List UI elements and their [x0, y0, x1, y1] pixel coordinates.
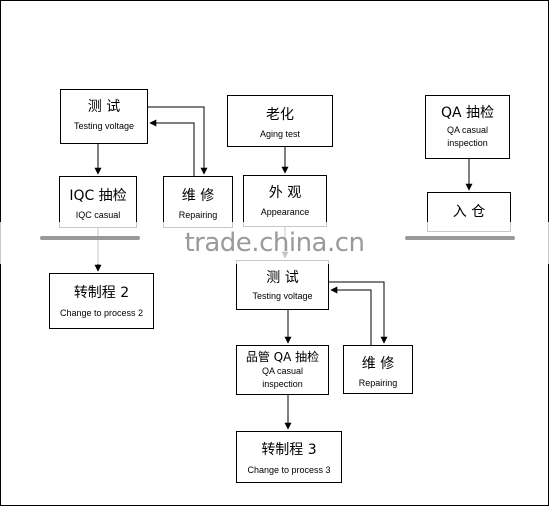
arrow-test1-to-repair1 — [148, 106, 208, 175]
box-title: 老化 — [266, 107, 294, 123]
appearance-box: 外 观 Appearance — [243, 175, 327, 227]
box-subtitle: Repairing — [358, 378, 398, 388]
change-to-process-2-box: 转制程 2 Change to process 2 — [49, 273, 154, 329]
box-title: 外 观 — [268, 185, 302, 201]
box-title: 测 试 — [266, 270, 299, 286]
box-subtitle-line-2: inspection — [447, 138, 488, 148]
box-subtitle: Testing voltage — [73, 121, 135, 131]
box-title: QA 抽检 — [440, 105, 495, 121]
box-subtitle: Aging test — [259, 129, 301, 139]
watermark-text: trade.china.cn — [184, 228, 365, 258]
box-title: 转制程 3 — [261, 442, 317, 458]
box-subtitle-line-2: inspection — [262, 379, 303, 389]
box-title: 入 仓 — [452, 204, 486, 220]
testing-voltage-box-2: 测 试 Testing voltage — [236, 260, 329, 310]
box-subtitle: Change to process 2 — [59, 308, 144, 318]
arrow-repair2-to-test2 — [330, 286, 372, 345]
box-title: 转制程 2 — [73, 285, 130, 301]
box-subtitle: Change to process 3 — [247, 465, 331, 475]
box-subtitle: QA casual — [261, 366, 304, 376]
box-subtitle: Appearance — [260, 207, 310, 217]
box-title: 维 修 — [361, 356, 395, 372]
box-title: 品管 QA 抽检 — [245, 350, 320, 364]
change-to-process-3-box: 转制程 3 Change to process 3 — [236, 431, 342, 483]
box-subtitle: Testing voltage — [252, 291, 313, 301]
qa-casual-inspection-box-2: 品管 QA 抽检 QA casual inspection — [236, 345, 329, 395]
arrow-repair1-to-test1 — [149, 119, 195, 176]
box-subtitle: QA casual — [446, 125, 489, 135]
testing-voltage-box-1: 测 试 Testing voltage — [60, 89, 148, 144]
watermark-dash — [405, 236, 515, 240]
aging-test-box: 老化 Aging test — [227, 95, 333, 147]
qa-casual-inspection-box-1: QA 抽检 QA casual inspection — [425, 95, 510, 159]
box-subtitle: IQC casual — [75, 210, 121, 220]
watermark-dash — [40, 236, 140, 240]
box-title: IQC 抽检 — [69, 188, 127, 204]
arrow-test2-to-repair2 — [329, 281, 388, 344]
repairing-box-2: 维 修 Repairing — [343, 345, 413, 394]
watermark-band — [0, 222, 549, 264]
iqc-casual-box: IQC 抽检 IQC casual — [59, 176, 137, 228]
box-title: 维 修 — [181, 188, 215, 204]
box-title: 测 试 — [87, 99, 121, 115]
box-subtitle: Repairing — [178, 210, 218, 220]
repairing-box-1: 维 修 Repairing — [163, 176, 233, 228]
